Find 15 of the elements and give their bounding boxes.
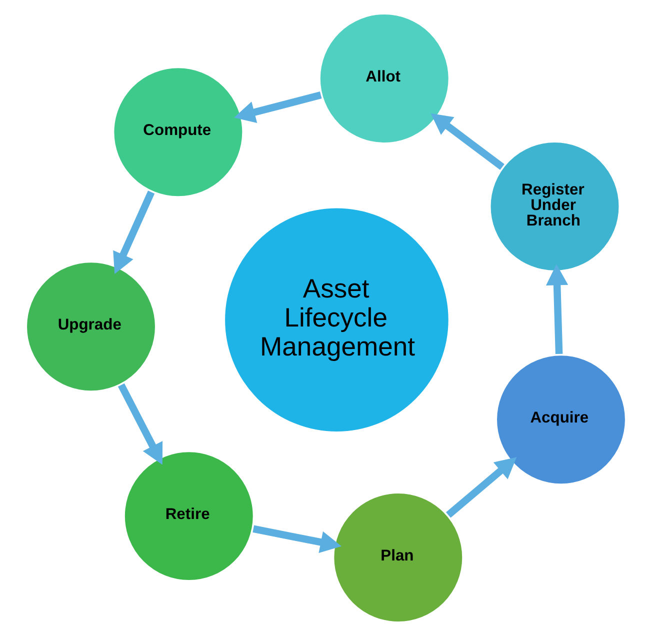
node-circle: Register Under Branch — [488, 140, 621, 273]
arrow — [233, 92, 322, 124]
node-circle: Upgrade — [24, 260, 157, 394]
node-circle: Asset Lifecycle Management — [222, 206, 450, 434]
arrow — [112, 190, 154, 274]
arrow — [445, 457, 516, 518]
node-circle: Acquire — [494, 353, 627, 486]
node-circle: Compute — [111, 66, 244, 199]
node-circle: Plan — [331, 491, 464, 624]
arrow — [252, 525, 342, 554]
arrow — [430, 113, 504, 170]
node-circle: Allot — [317, 12, 450, 145]
node-circle: Retire — [122, 450, 255, 582]
arrow — [117, 383, 162, 465]
arrow — [545, 264, 568, 354]
